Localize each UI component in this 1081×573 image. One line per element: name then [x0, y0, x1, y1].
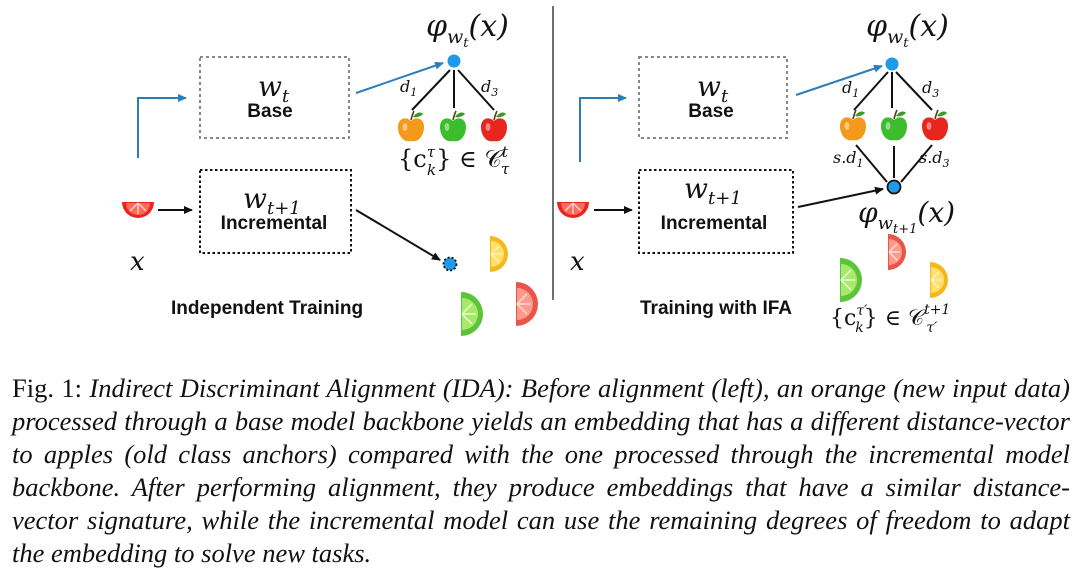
right-panel-title: Training with IFA: [640, 298, 792, 319]
left-panel: wt Base wt+1 Incremental x φwt(x) d1 d3 …: [122, 9, 538, 336]
left-top-output: φwt(x): [426, 9, 509, 51]
right-panel: wt Base wt+1 Incremental x φwt(x) d1 d3 …: [557, 9, 955, 336]
left-panel-title: Independent Training: [171, 298, 363, 319]
caption-text: Indirect Discriminant Alignment (IDA): B…: [12, 373, 1071, 568]
right-fruit-red-icon: [888, 234, 906, 270]
right-inc-output: φwt+1(x): [858, 196, 955, 237]
right-base-box: [638, 56, 788, 139]
left-distance-line-1: [411, 69, 451, 111]
right-input-label: x: [570, 247, 585, 277]
right-distance-line-1: [853, 71, 889, 111]
left-fruit-yellow-icon: [490, 236, 508, 272]
left-inc-to-embedding-arrow: [355, 209, 441, 261]
left-apple-red-icon: [480, 110, 508, 143]
right-sd3-label: s.d3: [919, 148, 950, 170]
right-base-to-embedding-arrow: [795, 64, 883, 96]
right-incremental-embedding: [886, 179, 902, 195]
left-input-orange-icon: [122, 202, 154, 218]
right-fruit-green-icon: [840, 258, 862, 302]
figure-label: Fig. 1:: [12, 373, 82, 403]
left-inc-weight: wt+1: [243, 182, 301, 219]
right-apple-red-icon: [921, 109, 949, 142]
left-fruit-red-icon: [516, 282, 538, 326]
right-inc-label: Incremental: [661, 213, 768, 234]
right-blue-arrow: [579, 94, 627, 162]
right-sd1-label: s.d1: [833, 148, 864, 170]
left-base-weight: wt: [258, 70, 290, 107]
left-incremental-box: [199, 169, 352, 254]
left-distance-line-3: [457, 69, 495, 111]
right-top-output: φwt(x): [866, 9, 949, 51]
right-scaled-distance-line-1: [855, 144, 888, 183]
left-fruit-green-icon: [461, 292, 483, 336]
left-apple-orange-icon: [397, 110, 425, 143]
right-inc-to-embedding-arrow: [797, 186, 884, 208]
left-base-box: [199, 56, 350, 139]
left-apple-green-icon: [439, 110, 467, 143]
left-d3-label: d3: [481, 77, 498, 99]
right-inc-weight: wt+1: [684, 172, 742, 209]
left-incremental-embedding: [442, 256, 458, 272]
figure: wt Base wt+1 Incremental x φwt(x) d1 d3 …: [122, 6, 955, 336]
right-distance-line-3: [895, 71, 933, 111]
figure-caption: Fig. 1: Indirect Discriminant Alignment …: [12, 372, 1070, 570]
left-blue-arrow: [137, 94, 187, 158]
right-d1-label: d1: [842, 78, 859, 100]
left-input-label: x: [130, 247, 145, 277]
left-d1-label: d1: [400, 77, 417, 99]
left-base-embedding: [447, 54, 461, 68]
left-base-to-embedding-arrow: [355, 61, 444, 94]
right-apple-orange-icon: [839, 109, 867, 142]
right-input-orange-icon: [557, 202, 589, 218]
left-base-label: Base: [247, 101, 292, 122]
right-base-embedding: [885, 57, 899, 71]
right-incremental-box: [638, 169, 794, 254]
right-apple-green-icon: [880, 109, 908, 142]
left-inc-label: Incremental: [221, 213, 328, 234]
right-base-label: Base: [688, 101, 733, 122]
right-scaled-distance-line-3: [900, 144, 933, 183]
right-fruit-yellow-icon: [930, 262, 948, 298]
right-d3-label: d3: [922, 78, 939, 100]
right-base-weight: wt: [697, 70, 729, 107]
